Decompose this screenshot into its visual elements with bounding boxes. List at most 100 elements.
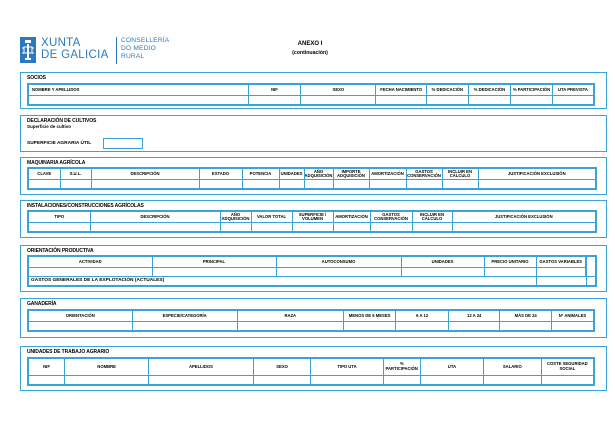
col-header: Nº ANIMALES bbox=[550, 309, 595, 322]
annex-subtitle: (continuación) bbox=[292, 50, 328, 56]
input-cell[interactable] bbox=[27, 267, 153, 277]
input-cell[interactable] bbox=[499, 321, 552, 332]
col-header: VALOR TOTAL bbox=[250, 210, 293, 223]
input-cell[interactable] bbox=[447, 321, 501, 332]
input-cell[interactable] bbox=[252, 374, 312, 385]
ganaderia-table: ORIENTACIÓN ESPECIE/CATEGORÍA RAZA MENOS… bbox=[27, 309, 595, 332]
input-cell[interactable] bbox=[332, 179, 370, 190]
input-cell[interactable] bbox=[368, 179, 407, 190]
input-cell[interactable] bbox=[148, 374, 254, 385]
input-cell[interactable] bbox=[27, 374, 66, 385]
input-cell[interactable] bbox=[342, 321, 397, 332]
logo-line1: XUNTA bbox=[41, 37, 81, 49]
sau-input[interactable] bbox=[103, 138, 143, 149]
col-header: APELLIDOS bbox=[148, 357, 254, 376]
input-cell[interactable] bbox=[400, 267, 485, 277]
col-header: INCLUIR EN CÁLCULO bbox=[441, 167, 479, 180]
section-title: UNIDADES DE TRABAJO AGRARIO bbox=[27, 349, 110, 355]
table-row bbox=[27, 321, 595, 332]
table-row bbox=[27, 179, 597, 190]
sau-label: SUPERFICIE AGRARIA ÚTIL bbox=[27, 141, 92, 146]
input-cell[interactable] bbox=[382, 374, 422, 385]
col-header: % DEDICACIÓN bbox=[426, 83, 469, 96]
input-cell[interactable] bbox=[64, 374, 150, 385]
input-cell[interactable] bbox=[90, 179, 200, 190]
input-cell[interactable] bbox=[510, 95, 553, 106]
xunta-emblem-icon bbox=[20, 37, 36, 63]
input-cell[interactable] bbox=[467, 95, 512, 106]
input-cell[interactable] bbox=[369, 222, 413, 233]
input-cell[interactable] bbox=[540, 374, 595, 385]
table-row bbox=[27, 267, 596, 277]
input-cell[interactable] bbox=[451, 222, 597, 233]
logo-text: XUNTA DE GALICIA bbox=[41, 37, 109, 61]
input-cell[interactable] bbox=[27, 95, 249, 106]
section-title: ORIENTACIÓN PRODUCTIVA bbox=[27, 248, 94, 254]
input-cell[interactable] bbox=[482, 374, 542, 385]
input-cell[interactable] bbox=[477, 179, 597, 190]
input-cell[interactable] bbox=[241, 179, 280, 190]
gastos-generales-label: GASTOS GENERALES DE LA EXPLOTACIÓN (ACTU… bbox=[27, 276, 537, 287]
col-header: UNIDADES bbox=[278, 167, 305, 180]
section-maquinaria: MAQUINARIA AGRÍCOLA CLAVE S.U.L. DESCRIP… bbox=[20, 157, 607, 195]
col-header: GASTOS CONSERVACIÓN bbox=[369, 210, 413, 223]
col-header: GASTOS VARIABLES bbox=[535, 255, 587, 268]
input-cell[interactable] bbox=[291, 222, 334, 233]
input-cell[interactable] bbox=[131, 321, 238, 332]
col-header: UTA bbox=[420, 357, 484, 376]
input-cell[interactable] bbox=[27, 179, 61, 190]
gastos-generales-extra[interactable] bbox=[585, 276, 597, 287]
input-cell[interactable] bbox=[303, 179, 334, 190]
col-header: SALARIO bbox=[482, 357, 542, 376]
section-title: MAQUINARIA AGRÍCOLA bbox=[27, 160, 86, 166]
input-cell[interactable] bbox=[535, 267, 587, 277]
col-header: UNIDADES bbox=[400, 255, 485, 268]
maquinaria-table: CLAVE S.U.L. DESCRIPCIÓN ESTADO POTENCIA… bbox=[27, 167, 597, 190]
col-header: PRECIO UNITARIO bbox=[483, 255, 537, 268]
table-row bbox=[27, 374, 595, 385]
section-subtitle: Superficie de cultivo bbox=[27, 124, 72, 129]
input-cell[interactable] bbox=[278, 179, 305, 190]
col-header: AÑO ADQUISICIÓN bbox=[303, 167, 334, 180]
dept-line1: CONSELLERÍA bbox=[121, 37, 170, 44]
input-cell[interactable] bbox=[411, 222, 453, 233]
input-cell[interactable] bbox=[300, 95, 377, 106]
input-cell[interactable] bbox=[27, 321, 133, 332]
input-cell[interactable] bbox=[332, 222, 371, 233]
input-cell[interactable] bbox=[89, 222, 221, 233]
logo-divider bbox=[116, 37, 117, 64]
input-cell[interactable] bbox=[250, 222, 293, 233]
input-cell[interactable] bbox=[27, 222, 91, 233]
table-row bbox=[27, 95, 595, 106]
input-cell[interactable] bbox=[550, 321, 595, 332]
input-cell[interactable] bbox=[375, 95, 428, 106]
section-ganaderia: GANADERÍA ORIENTACIÓN ESPECIE/CATEGORÍA … bbox=[20, 298, 607, 338]
input-cell[interactable] bbox=[483, 267, 537, 277]
input-cell[interactable] bbox=[198, 179, 243, 190]
col-header: AMORTIZACIÓN bbox=[332, 210, 371, 223]
input-cell[interactable] bbox=[219, 222, 252, 233]
input-cell[interactable] bbox=[59, 179, 92, 190]
input-cell[interactable] bbox=[551, 95, 595, 106]
col-header: CLAVE bbox=[27, 167, 61, 180]
col-header: AÑO ADQUISICIÓN bbox=[219, 210, 252, 223]
input-cell[interactable] bbox=[310, 374, 384, 385]
col-header: COSTE SEGURIDAD SOCIAL bbox=[540, 357, 595, 376]
input-cell[interactable] bbox=[426, 95, 469, 106]
input-cell[interactable] bbox=[151, 267, 277, 277]
input-cell[interactable] bbox=[236, 321, 344, 332]
socios-table: NOMBRE Y APELLIDOS NIF SEXO FECHA NACIMI… bbox=[27, 83, 595, 106]
input-cell[interactable] bbox=[420, 374, 484, 385]
col-header: MÁS DE 24 bbox=[499, 309, 552, 322]
section-cultivos: DECLARACIÓN DE CULTIVOS Superficie de cu… bbox=[20, 115, 607, 152]
input-cell[interactable] bbox=[275, 267, 402, 277]
input-cell[interactable] bbox=[247, 95, 302, 106]
gastos-generales-input[interactable] bbox=[535, 276, 587, 287]
dept-line2: DO MEDIO bbox=[121, 45, 156, 52]
input-cell[interactable] bbox=[405, 179, 443, 190]
input-cell[interactable] bbox=[395, 321, 449, 332]
logo-line2: DE GALICIA bbox=[41, 49, 109, 61]
section-instalaciones: INSTALACIONES/CONSTRUCCIONES AGRÍCOLAS T… bbox=[20, 200, 607, 238]
col-header: SEXO bbox=[252, 357, 312, 376]
input-cell[interactable] bbox=[441, 179, 479, 190]
